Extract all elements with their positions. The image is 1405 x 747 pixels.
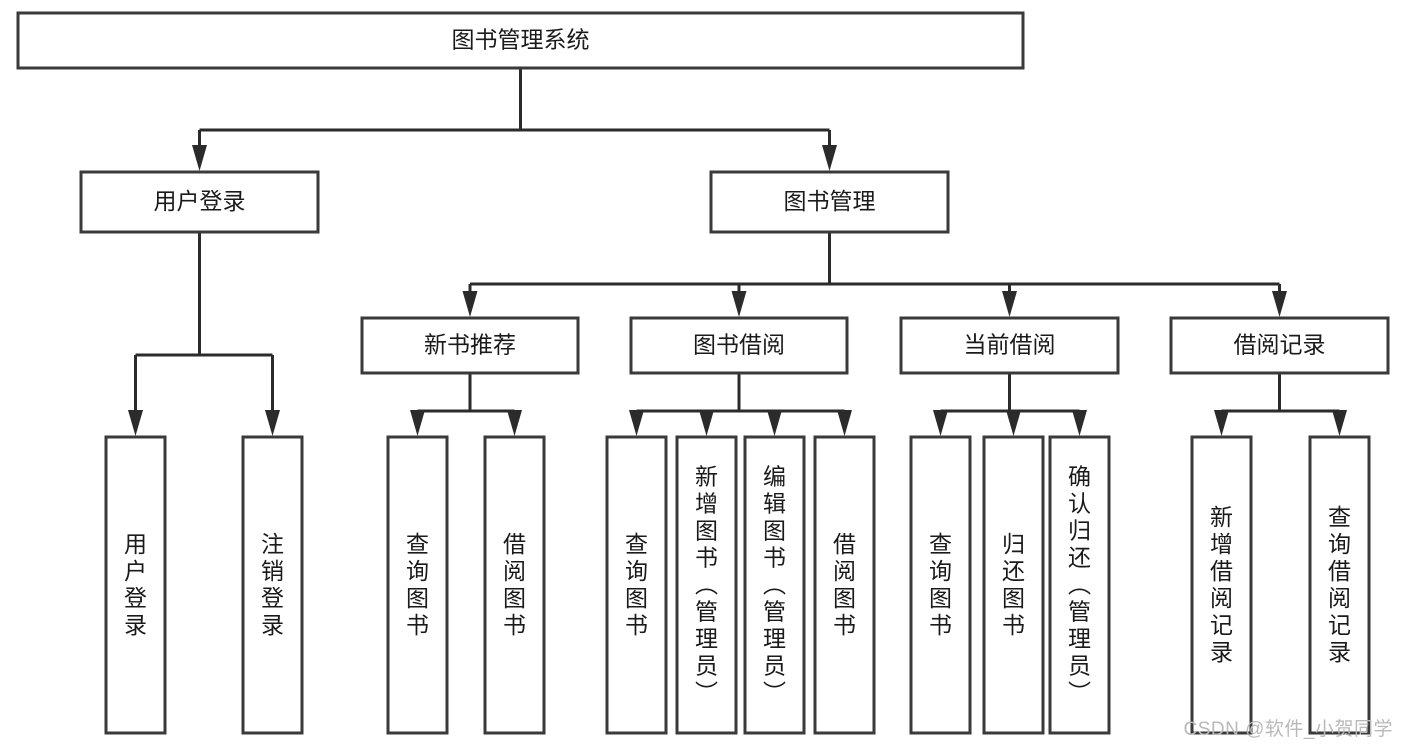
arrowhead-icon: [128, 410, 143, 436]
node-label: 查询图书: [929, 531, 952, 638]
arrowhead-icon: [1332, 410, 1347, 436]
arrowhead-icon: [822, 145, 837, 171]
node-book-borrow[interactable]: 图书借阅: [629, 316, 849, 375]
node-box: [813, 435, 876, 735]
arrowhead-icon: [265, 410, 280, 436]
arrowhead-icon: [410, 410, 425, 436]
node-layer: 图书管理系统用户登录图书管理新书推荐图书借阅当前借阅借阅记录用户登录注销登录查询…: [16, 11, 1390, 735]
node-root[interactable]: 图书管理系统: [16, 11, 1025, 70]
arrowhead-icon: [1002, 291, 1017, 317]
node-label: 用户登录: [154, 188, 246, 214]
node-box: [709, 170, 950, 234]
connector-layer: [128, 68, 1347, 436]
node-label: 查询图书: [625, 531, 648, 638]
node-box: [1190, 435, 1253, 735]
watermark-text: CSDN @软件_小贺同学: [1183, 719, 1393, 740]
node-leaf-add-record[interactable]: 新增借阅记录: [1190, 435, 1253, 735]
arrowhead-icon: [1272, 291, 1287, 317]
node-box: [675, 435, 738, 735]
node-leaf-user-logout[interactable]: 注销登录: [241, 435, 304, 735]
node-leaf-borrow-book-2[interactable]: 借阅图书: [813, 435, 876, 735]
node-current-borrow[interactable]: 当前借阅: [899, 316, 1120, 375]
arrowhead-icon: [699, 410, 714, 436]
arrowhead-icon: [767, 410, 782, 436]
node-user-login[interactable]: 用户登录: [79, 170, 320, 234]
node-label: 查询借阅记录: [1328, 504, 1351, 665]
node-book-manage[interactable]: 图书管理: [709, 170, 950, 234]
node-label: 当前借阅: [964, 332, 1056, 358]
node-label: 新书推荐: [424, 332, 516, 358]
node-box: [1308, 435, 1371, 735]
arrowhead-icon: [629, 410, 644, 436]
node-box: [1169, 316, 1390, 375]
node-box: [79, 170, 320, 234]
node-label: 新增借阅记录: [1210, 504, 1233, 665]
node-box: [483, 435, 546, 735]
arrowhead-icon: [192, 145, 207, 171]
node-leaf-query-book-2[interactable]: 查询图书: [605, 435, 668, 735]
node-box: [16, 11, 1025, 70]
node-leaf-edit-book[interactable]: 编辑图书︵管理员︶: [743, 435, 806, 735]
node-leaf-query-book-1[interactable]: 查询图书: [386, 435, 449, 735]
node-box: [360, 316, 580, 375]
node-leaf-add-book[interactable]: 新增图书︵管理员︶: [675, 435, 738, 735]
arrowhead-icon: [1214, 410, 1229, 436]
node-label: 查询图书: [406, 531, 429, 638]
node-label: 归还图书: [1002, 531, 1025, 638]
node-box: [386, 435, 449, 735]
arrowhead-icon: [1006, 410, 1021, 436]
arrowhead-icon: [507, 410, 522, 436]
node-box: [1048, 435, 1111, 735]
node-borrow-record[interactable]: 借阅记录: [1169, 316, 1390, 375]
arrowhead-icon: [462, 291, 478, 317]
node-leaf-query-record[interactable]: 查询借阅记录: [1308, 435, 1371, 735]
arrowhead-icon: [837, 410, 852, 436]
node-leaf-query-book-3[interactable]: 查询图书: [909, 435, 972, 735]
arrowhead-icon: [731, 291, 747, 317]
node-new-book-rec[interactable]: 新书推荐: [360, 316, 580, 375]
node-label: 借阅记录: [1234, 332, 1326, 358]
node-label: 用户登录: [124, 531, 147, 638]
node-label: 图书管理系统: [452, 27, 590, 53]
node-label: 新增图书︵管理员︶: [695, 464, 718, 706]
node-label: 图书管理: [784, 188, 876, 214]
node-box: [982, 435, 1045, 735]
node-leaf-borrow-book-1[interactable]: 借阅图书: [483, 435, 546, 735]
node-box: [605, 435, 668, 735]
node-box: [241, 435, 304, 735]
arrowhead-icon: [933, 410, 948, 436]
node-box: [743, 435, 806, 735]
node-box: [104, 435, 167, 735]
node-leaf-user-login[interactable]: 用户登录: [104, 435, 167, 735]
node-leaf-return-book[interactable]: 归还图书: [982, 435, 1045, 735]
node-label: 图书借阅: [693, 332, 785, 358]
node-box: [629, 316, 849, 375]
node-box: [899, 316, 1120, 375]
node-label: 确认归还︵管理员︶: [1068, 464, 1091, 706]
node-label: 借阅图书: [503, 531, 526, 638]
node-label: 编辑图书︵管理员︶: [763, 464, 786, 706]
arrowhead-icon: [1072, 410, 1087, 436]
node-label: 注销登录: [261, 531, 284, 638]
node-box: [909, 435, 972, 735]
node-label: 借阅图书: [833, 531, 856, 638]
node-leaf-confirm-return[interactable]: 确认归还︵管理员︶: [1048, 435, 1111, 735]
